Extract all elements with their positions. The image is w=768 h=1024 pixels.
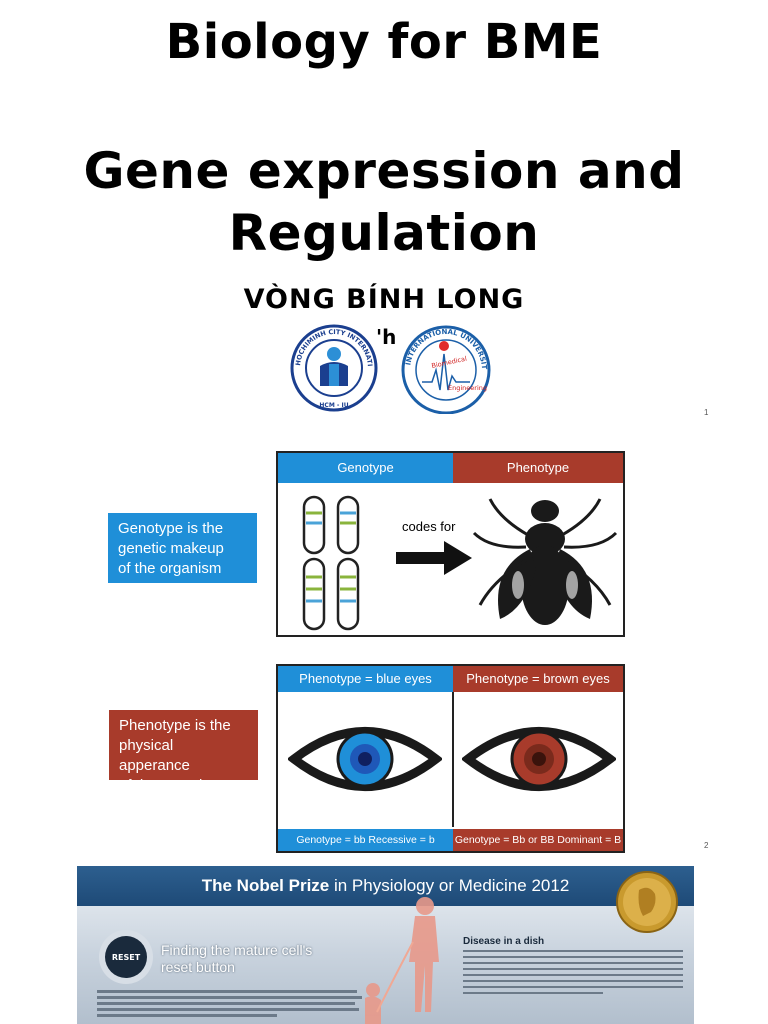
blue-eye-icon — [288, 727, 442, 791]
genotype-callout-line3: of the organism — [118, 560, 222, 577]
author-name: VÒNG BÍNH LONG — [243, 284, 525, 315]
brown-eyes-header: Phenotype = brown eyes — [453, 666, 623, 692]
phenotype-callout-line3: of the organism — [119, 777, 223, 794]
chromosomes-icon — [302, 495, 360, 631]
body-text-block — [97, 990, 367, 1017]
nobel-header-rest: in Physiology or Medicine 2012 — [329, 876, 570, 895]
nobel-prize-slide: The Nobel Prize in Physiology or Medicin… — [77, 866, 694, 1024]
logo-left-sub: HCM - IU — [319, 402, 348, 409]
fly-icon — [472, 498, 618, 625]
phenotype-callout: Phenotype is the physical apperance of t… — [109, 710, 258, 794]
page-number-2: 2 — [704, 841, 709, 850]
panel-divider — [452, 692, 454, 827]
nobel-medal-icon — [616, 871, 678, 933]
genotype-callout-line1: Genotype is the — [118, 520, 224, 537]
phenotype-callout-line1: Phenotype is the — [119, 717, 231, 734]
nobel-header-bold: The Nobel Prize — [201, 876, 330, 895]
phenotype-header: Phenotype — [453, 453, 623, 483]
biomedical-engineering-logo: INTERNATIONAL UNIVERSITY Biomedical Engi… — [400, 324, 491, 414]
lecture-title: Gene expression and Regulation — [0, 140, 768, 264]
brown-eye-icon — [462, 727, 616, 791]
finding-line1: Finding the mature cell's — [161, 942, 313, 958]
codes-for-label: codes for — [402, 519, 456, 534]
finding-heading: Finding the mature cell's reset button — [161, 942, 312, 976]
human-development-figures — [365, 897, 439, 1024]
brown-genotype-footer: Genotype = Bb or BB Dominant = B — [453, 829, 623, 851]
blue-eyes-header: Phenotype = blue eyes — [278, 666, 453, 692]
deck-title: Biology for BME — [165, 14, 603, 70]
disease-text-block — [463, 950, 683, 994]
arrow-right-icon — [396, 541, 472, 575]
nobel-header: The Nobel Prize in Physiology or Medicin… — [77, 866, 694, 906]
genotype-callout: Genotype is the genetic makeup of the or… — [108, 513, 257, 583]
reset-label: RESET — [112, 953, 141, 962]
lecture-title-line2: Regulation — [228, 204, 540, 262]
lecture-title-line1: Gene expression and — [83, 142, 685, 200]
logo-right-line2: Engineering — [448, 384, 487, 392]
reset-button-icon: RESET — [99, 930, 153, 984]
genotype-header: Genotype — [278, 453, 453, 483]
genotype-phenotype-panel: Genotype Phenotype codes for — [276, 451, 625, 637]
author-overlap-fragment: 'h — [376, 325, 397, 349]
page-number-1: 1 — [704, 408, 709, 417]
blue-genotype-footer: Genotype = bb Recessive = b — [278, 829, 453, 851]
disease-heading: Disease in a dish — [463, 936, 545, 947]
hcmiu-logo: HOCHIMINH CITY INTERNATIONAL UNIVERSITY … — [290, 324, 378, 412]
finding-line2: reset button — [161, 959, 235, 975]
genotype-callout-line2: genetic makeup — [118, 540, 224, 557]
phenotype-callout-line2: physical apperance — [119, 737, 190, 774]
eye-color-panel: Phenotype = blue eyes Phenotype = brown … — [276, 664, 625, 853]
